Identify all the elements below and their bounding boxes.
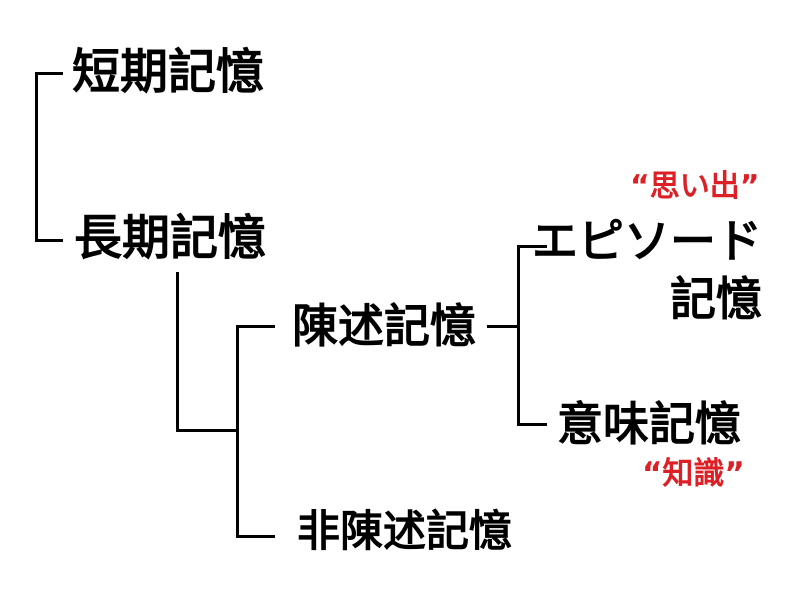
root-bracket-bottom-stub <box>35 239 63 242</box>
long-term-branch-horizontal-line <box>176 429 238 432</box>
node-non-declarative-memory: 非陳述記憶 <box>297 507 512 557</box>
declarative-branch-horizontal-line <box>487 325 519 328</box>
root-bracket-vertical-line <box>35 72 38 242</box>
node-episodic-memory-line2: 記憶 <box>670 272 762 326</box>
episodic-semantic-bracket-vertical-line <box>517 245 520 426</box>
node-short-term-memory: 短期記憶 <box>72 44 265 100</box>
node-semantic-memory: 意味記憶 <box>557 397 741 451</box>
declarative-bracket-bottom-stub <box>236 535 275 538</box>
declarative-bracket-top-stub <box>236 325 275 328</box>
root-bracket-top-stub <box>35 72 63 75</box>
node-declarative-memory: 陳述記憶 <box>292 299 476 353</box>
episodic-semantic-bracket-bottom-stub <box>517 423 547 426</box>
node-long-term-memory: 長期記憶 <box>74 210 267 266</box>
annotation-episodic-memory-note: “思い出” <box>630 169 760 204</box>
node-episodic-memory-line1: エピソード <box>532 214 762 268</box>
episodic-semantic-bracket-top-stub <box>517 245 547 248</box>
declarative-bracket-vertical-line <box>236 325 239 538</box>
node-episodic-memory: エピソード 記憶 <box>532 212 762 328</box>
long-term-branch-vertical-line <box>176 272 179 432</box>
annotation-semantic-memory-note: “知識” <box>642 456 745 492</box>
